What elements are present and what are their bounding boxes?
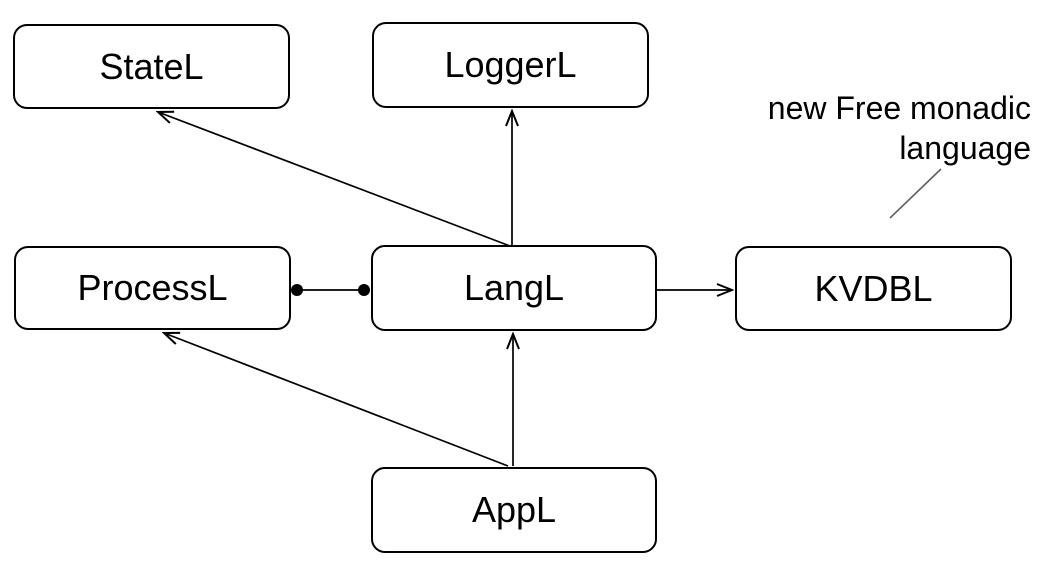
annotation-line-2: language — [899, 130, 1031, 166]
edge-langl-statel — [158, 112, 511, 247]
annotation-leader-line — [889, 168, 942, 219]
node-loggerl: LoggerL — [372, 22, 649, 108]
edge-appl-processl — [164, 333, 509, 467]
node-kvdbl-label: KVDBL — [814, 267, 933, 309]
node-kvdbl: KVDBL — [735, 246, 1012, 331]
node-langl: LangL — [371, 245, 657, 331]
node-processl: ProcessL — [14, 246, 291, 330]
edge-dot-langl — [358, 284, 370, 296]
node-loggerl-label: LoggerL — [444, 44, 577, 85]
edge-dot-processl — [291, 284, 303, 296]
node-appl: AppL — [371, 467, 657, 553]
node-statel: StateL — [13, 24, 290, 109]
node-statel-label: StateL — [99, 45, 204, 87]
node-langl-label: LangL — [463, 267, 565, 308]
node-processl-label: ProcessL — [77, 267, 228, 308]
annotation-label: new Free monadic language — [768, 88, 1031, 168]
annotation-line-1: new Free monadic — [767, 90, 1031, 126]
node-appl-label: AppL — [471, 489, 557, 530]
